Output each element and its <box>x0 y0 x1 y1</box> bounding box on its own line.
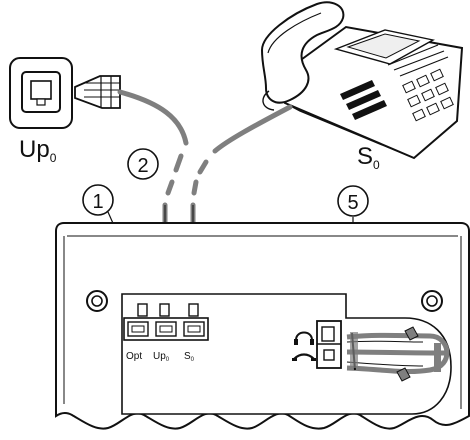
handset-icon <box>292 353 316 361</box>
rj-plug <box>74 75 121 109</box>
svg-text:2: 2 <box>137 155 148 177</box>
device-housing: Opt Up0 S0 <box>55 222 470 430</box>
telephone <box>260 1 464 160</box>
cable-channel <box>346 326 450 382</box>
port-strip: Opt Up0 S0 <box>123 303 209 363</box>
phone-label: S0 <box>357 143 380 172</box>
port-opt-label: Opt <box>126 351 142 362</box>
wall-socket <box>9 57 73 129</box>
svg-text:1: 1 <box>92 191 103 213</box>
headset-icon <box>294 331 314 345</box>
jack-block <box>316 320 342 369</box>
svg-text:5: 5 <box>347 192 358 214</box>
socket-label: Up0 <box>19 136 57 165</box>
port-s-label: S0 <box>184 351 195 363</box>
port-up-label: Up0 <box>153 351 170 363</box>
callout-2: 2 <box>127 148 159 180</box>
